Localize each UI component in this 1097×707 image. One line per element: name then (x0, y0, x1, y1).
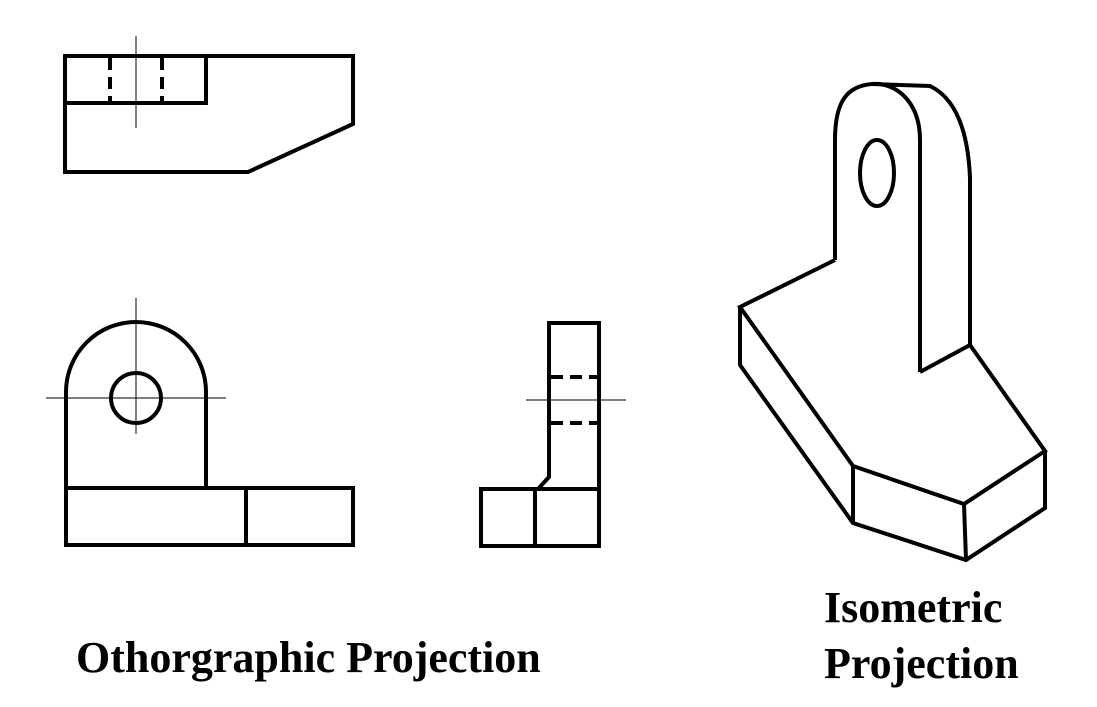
iso-upright-front-face (833, 81, 922, 372)
front-view-base (64, 486, 355, 547)
iso-base-edge-right (962, 503, 968, 561)
iso-upright-base-joint (919, 343, 971, 374)
isometric-projection-label-line1: Isometric (824, 583, 1003, 632)
orthographic-projection-label: Othorgraphic Projection (76, 633, 541, 682)
top-view (63, 36, 355, 174)
side-view (479, 321, 626, 548)
top-view-outline (63, 54, 355, 174)
iso-upright-hole (858, 138, 896, 208)
iso-base-top-face (737, 258, 1048, 507)
top-view-upright-rect (65, 56, 208, 105)
isometric-view (737, 81, 1048, 563)
side-view-outline (479, 321, 601, 548)
iso-base-side-faces (738, 307, 1047, 563)
isometric-projection-label-line2: Projection (824, 639, 1019, 688)
front-view (46, 298, 355, 547)
iso-upright-top-edge (871, 82, 972, 345)
